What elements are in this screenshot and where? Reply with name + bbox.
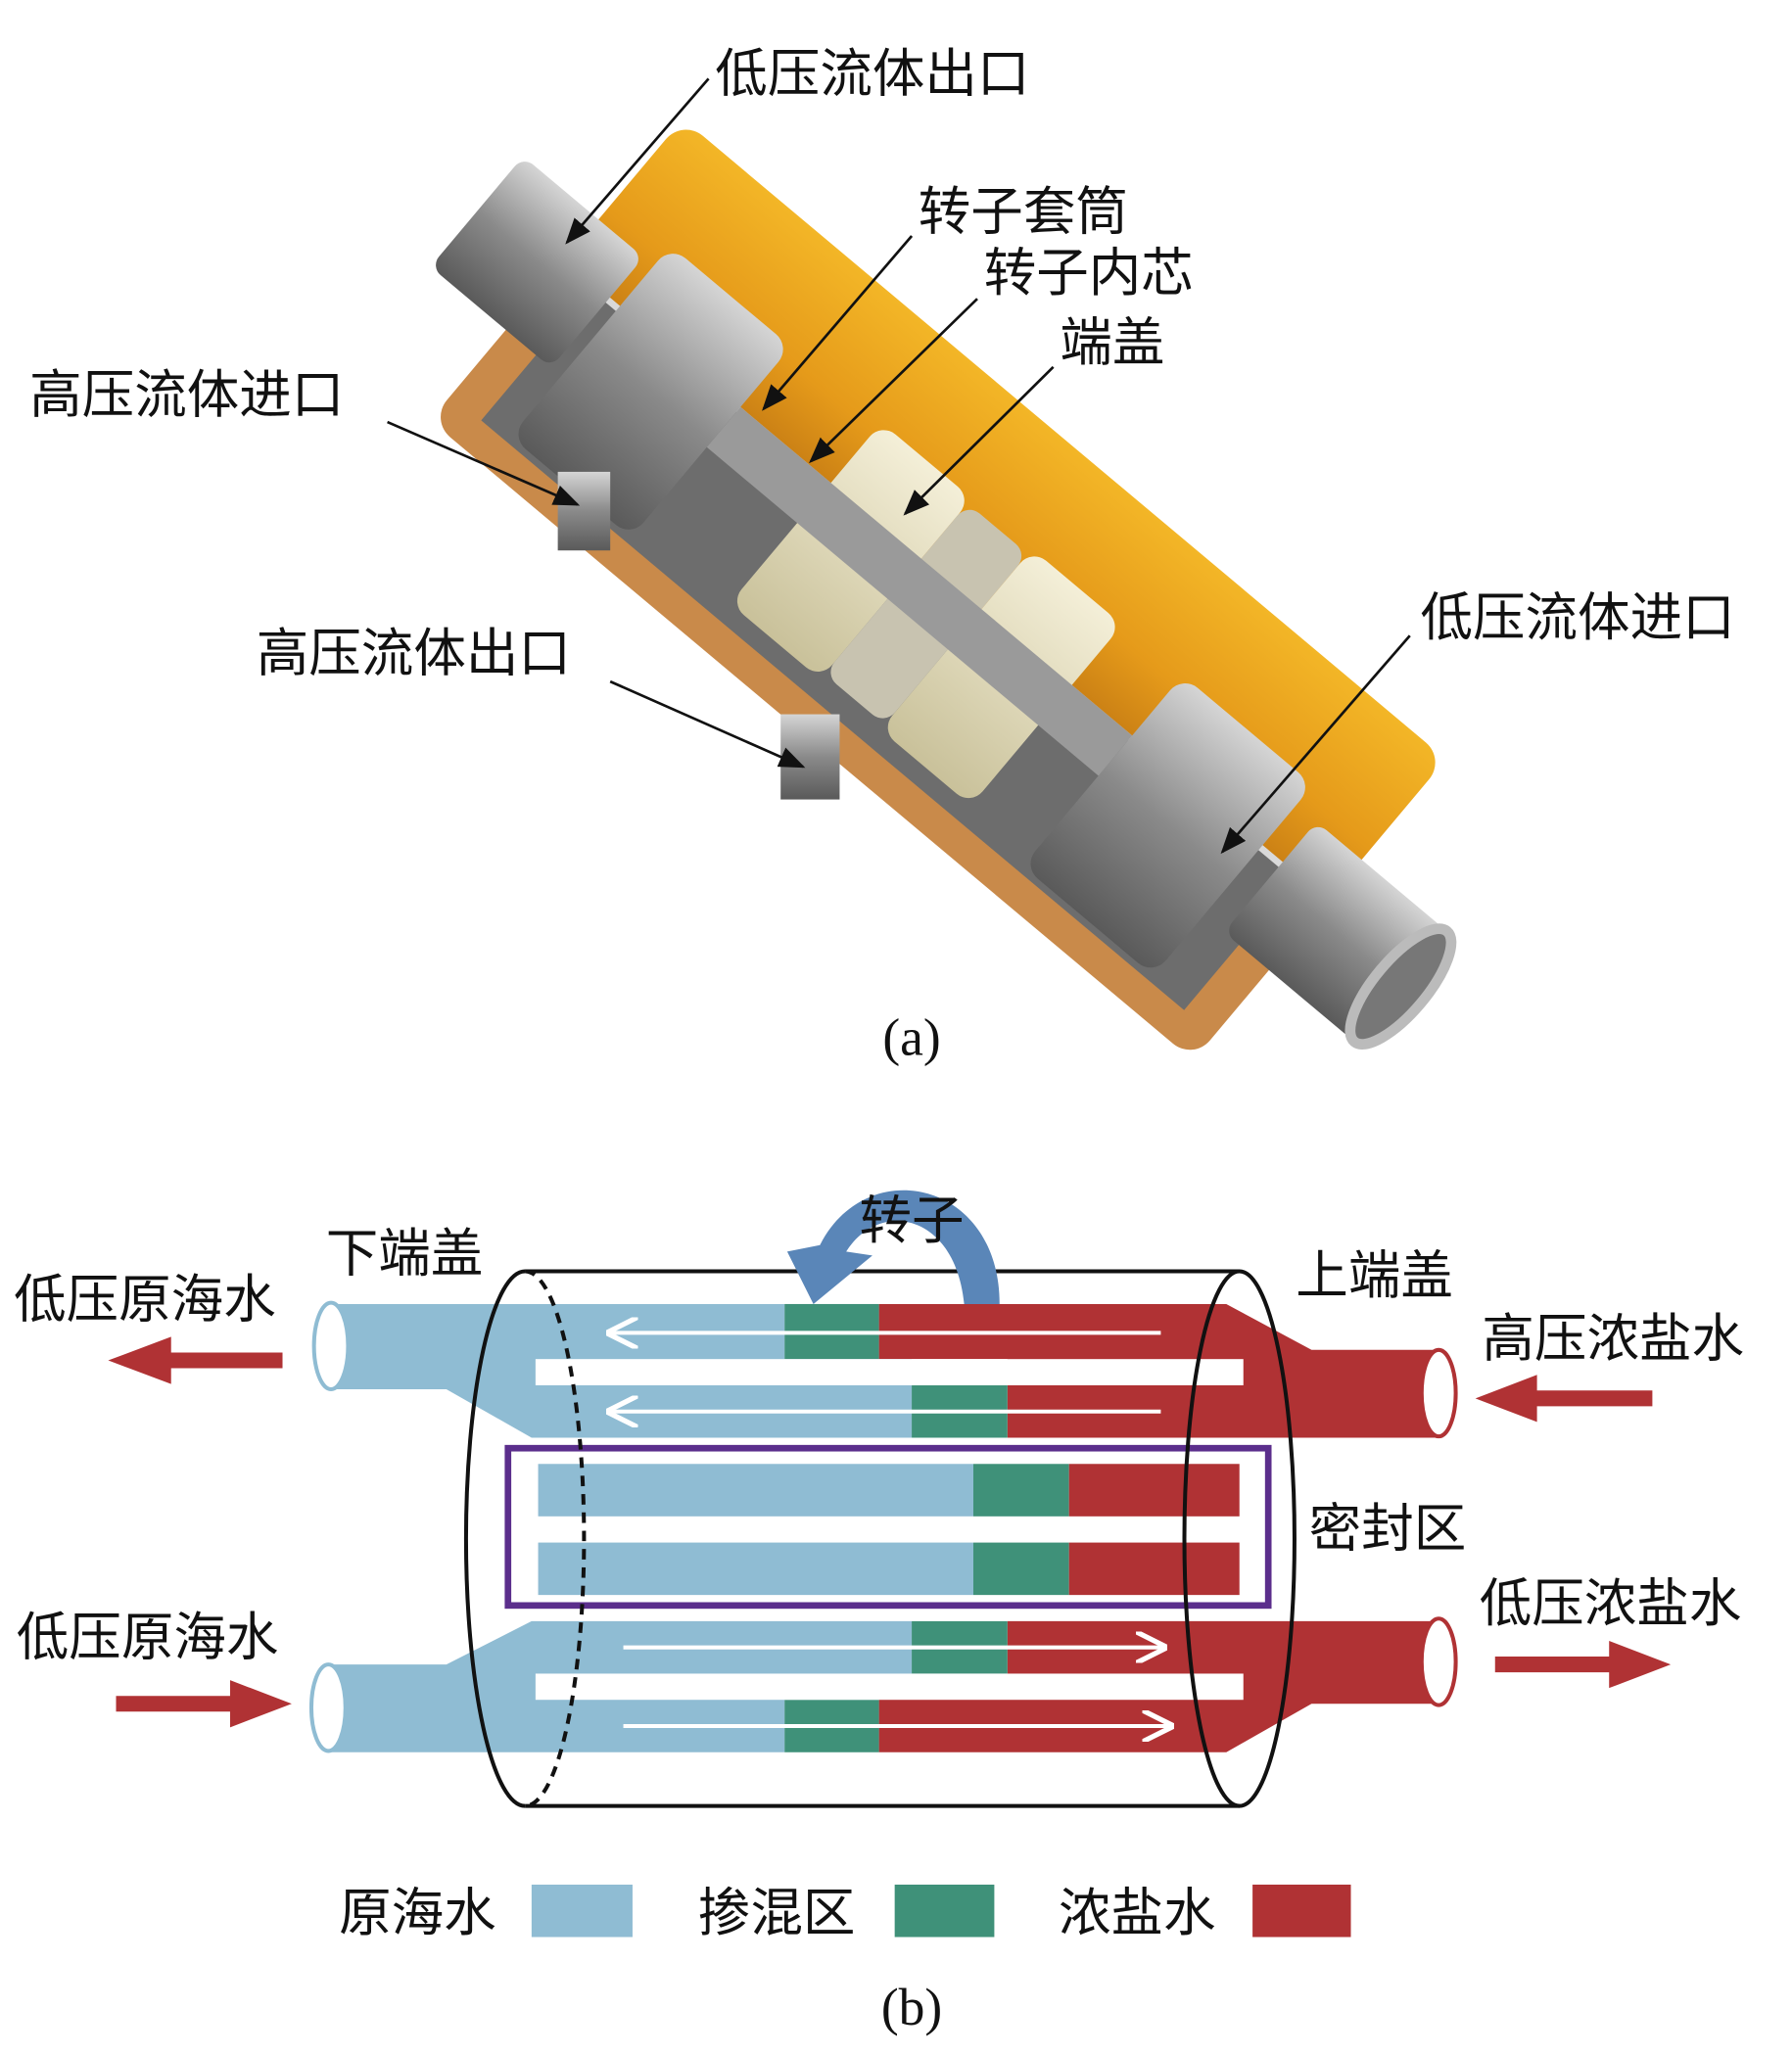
label-lp-seawater-out: 低压原海水 xyxy=(14,1268,276,1330)
lp-inlet-pipe-opening xyxy=(1344,923,1457,1050)
left-end-cap-hidden-edge xyxy=(525,1269,587,1808)
flow-schematic xyxy=(108,1190,1672,1808)
label-hp-fluid-outlet: 高压流体出口 xyxy=(257,622,571,683)
right-end-cap-outline xyxy=(1182,1269,1297,1808)
label-rotor-core: 转子内芯 xyxy=(984,242,1194,304)
caption-a: (a) xyxy=(882,1008,940,1067)
label-rotor-sleeve: 转子套筒 xyxy=(919,180,1128,242)
seal-row1-brine xyxy=(1068,1464,1240,1517)
pipe-end-top-right xyxy=(1419,1347,1458,1439)
seal-row1-seawater xyxy=(538,1464,973,1517)
label-seal-zone: 密封区 xyxy=(1309,1498,1467,1560)
right-end-assembly xyxy=(1030,683,1305,968)
arrow-out-top-left xyxy=(108,1336,283,1384)
lp-outlet-pipe xyxy=(436,162,638,363)
label-lower-end-cap: 下端盖 xyxy=(326,1222,484,1284)
label-hp-brine-in: 高压浓盐水 xyxy=(1482,1308,1744,1370)
channel-divider xyxy=(535,1359,1244,1385)
seal-row1-mixing xyxy=(972,1464,1069,1517)
left-end-cap-outline xyxy=(463,1269,526,1808)
label-hp-fluid-inlet: 高压流体进口 xyxy=(29,364,344,426)
arrow-out-bottom-right xyxy=(1494,1640,1672,1689)
legend-swatch-mixing xyxy=(894,1884,995,1938)
caption-b: (b) xyxy=(881,1978,942,2036)
label-lp-fluid-inlet: 低压流体进口 xyxy=(1420,586,1734,648)
arrow-in-top-right xyxy=(1475,1375,1653,1423)
shaft xyxy=(706,406,1133,776)
device-cutaway-illustration xyxy=(436,129,1457,1051)
legend-label-mixing: 掺混区 xyxy=(698,1882,856,1943)
legend-swatch-brine xyxy=(1252,1884,1351,1938)
label-rotor: 转子 xyxy=(860,1190,965,1251)
rotation-arrow-icon xyxy=(786,1190,1000,1304)
pipe-end-bottom-left xyxy=(308,1662,348,1753)
legend: 原海水 掺混区 浓盐水 xyxy=(339,1882,1351,1943)
arrow-in-bottom-left xyxy=(116,1680,292,1728)
label-lp-brine-out: 低压浓盐水 xyxy=(1480,1572,1742,1634)
hp-outlet-port xyxy=(780,714,840,800)
legend-swatch-seawater xyxy=(531,1884,633,1938)
hp-inlet-port xyxy=(557,471,611,551)
seal-row2-mixing xyxy=(972,1542,1069,1596)
pipe-end-top-left xyxy=(311,1300,351,1391)
legend-label-brine: 浓盐水 xyxy=(1059,1882,1216,1943)
seal-row2-seawater xyxy=(538,1542,973,1596)
left-end-assembly xyxy=(518,254,783,530)
label-lp-fluid-outlet: 低压流体出口 xyxy=(715,43,1029,105)
channel-divider xyxy=(535,1673,1244,1701)
seal-zone-outline xyxy=(504,1444,1272,1610)
label-lp-seawater-in: 低压原海水 xyxy=(17,1607,279,1668)
pipe-end-bottom-right xyxy=(1419,1616,1458,1707)
legend-label-seawater: 原海水 xyxy=(339,1882,496,1943)
seal-row2-brine xyxy=(1068,1542,1240,1596)
label-end-cap: 端盖 xyxy=(1060,311,1164,373)
label-upper-end-cap: 上端盖 xyxy=(1296,1244,1453,1306)
